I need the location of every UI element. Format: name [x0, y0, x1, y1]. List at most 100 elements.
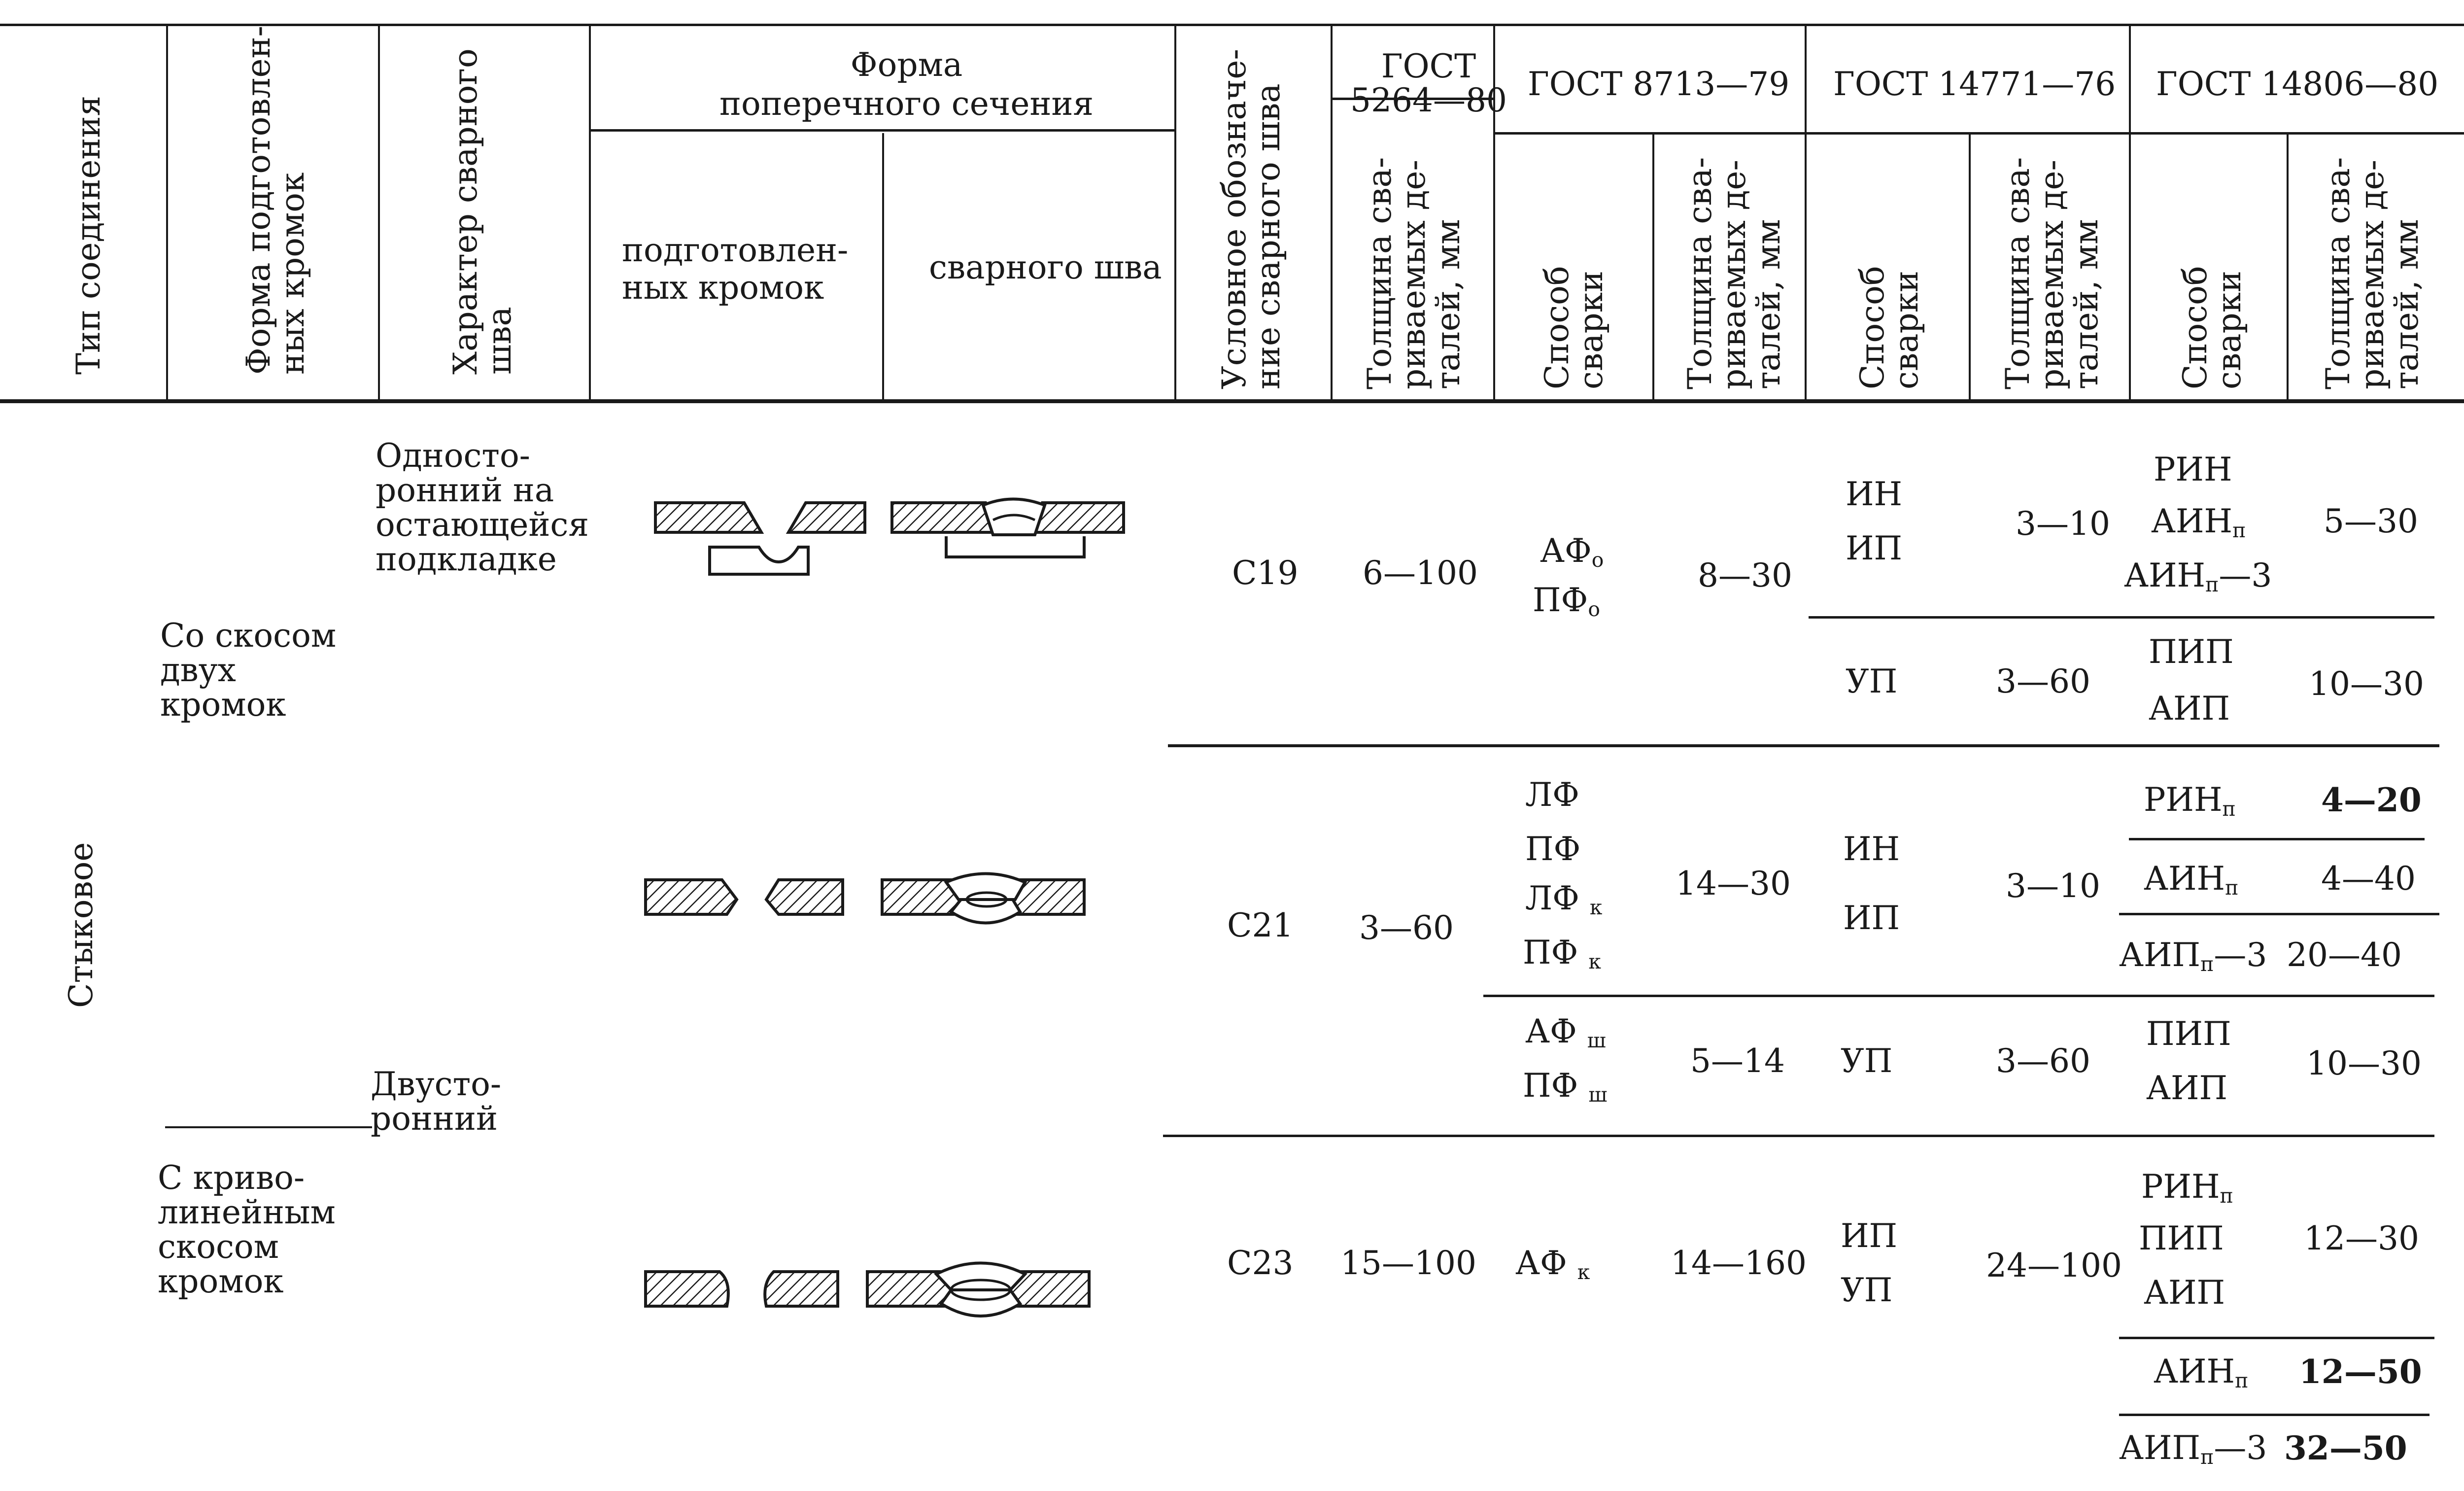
header-divider — [1652, 133, 1654, 399]
thickness-8713-c21: 5—14 — [1690, 1042, 1785, 1080]
thickness-14806-c19: 5—30 — [2324, 502, 2418, 540]
thickness-14771-c21: 3—10 — [2006, 867, 2100, 905]
section-sketch-c23 — [644, 1261, 1091, 1318]
thickness-14806-c19: 10—30 — [2309, 665, 2424, 703]
method-14771-c21: УП — [1841, 1042, 1893, 1080]
gost-14771-header: ГОСТ 14771—76 — [1833, 65, 2116, 103]
method-14771-c23: ИП — [1841, 1217, 1898, 1255]
thickness-8713-c21: 14—30 — [1676, 865, 1791, 902]
method-8713-c19: ПФо — [1533, 581, 1600, 622]
method-8713-c21: ПФ — [1525, 830, 1581, 868]
thickness-14806-c23: 12—50 — [2299, 1352, 2422, 1391]
header-bottom-rule — [0, 399, 2464, 403]
thickness-14806-c23: 32—50 — [2284, 1429, 2407, 1467]
header-divider — [882, 133, 884, 399]
row-rule — [1168, 744, 2439, 747]
gost-subheader-rule — [1332, 98, 1493, 100]
weld-char-label: Двусто- ронний — [371, 1065, 502, 1138]
table-top-rule — [0, 24, 2464, 26]
gost-5264-header: ГОСТ 5264—80 — [1350, 47, 1507, 120]
method-8713-c21: ПФ ш — [1523, 1067, 1608, 1107]
method-8713-c21: АФ ш — [1525, 1012, 1606, 1053]
edge-form-label: Со скосом двух кромок — [160, 617, 337, 724]
row-rule — [2119, 1337, 2434, 1339]
method-14806-c23: РИНп — [2141, 1168, 2233, 1208]
method-8713-c21: ПФ к — [1523, 934, 1601, 974]
col-section-weld-header: сварного шва — [929, 248, 1162, 286]
method-14806-c21: АИНп — [2144, 860, 2239, 900]
method-8713-c23: АФ к — [1515, 1244, 1590, 1284]
header-divider — [378, 25, 380, 399]
col-section-header: Форма поперечного сечения — [719, 46, 1094, 123]
method-14806-c23: ПИП — [2139, 1219, 2224, 1257]
thickness-14771-c23: 24—100 — [1986, 1247, 2122, 1284]
method-8713-c21: ЛФ — [1525, 776, 1579, 814]
method-8713-c21: ЛФ к — [1525, 879, 1603, 920]
header-divider — [1969, 133, 1971, 399]
col-weld-char-header: Характер сварного шва — [446, 48, 519, 375]
header-divider — [1493, 25, 1495, 399]
thickness-5264-c21: 3—60 — [1359, 909, 1454, 947]
thickness-14806-c21: 20—40 — [2287, 936, 2402, 974]
method-14806-c23: АИПп—3 — [2119, 1429, 2267, 1469]
thickness-8713-c19: 8—30 — [1698, 556, 1792, 594]
header-divider — [2287, 133, 2289, 399]
thickness-14806-c23: 12—30 — [2304, 1219, 2419, 1257]
gost-8713-header: ГОСТ 8713—79 — [1528, 65, 1790, 103]
method-14771-c19: ИП — [1846, 529, 1903, 567]
method-header: Способ сварки — [2176, 266, 2249, 389]
gost-14806-header: ГОСТ 14806—80 — [2156, 65, 2439, 103]
col-type-header: Тип соединения — [69, 95, 107, 375]
method-14806-c23: АИП — [2144, 1274, 2225, 1312]
header-divider — [166, 25, 168, 399]
designation-c21: С21 — [1227, 906, 1294, 944]
thickness-header: Толщина сва- риваемых де- талей, мм — [1999, 157, 2105, 389]
row-rule — [1809, 616, 2434, 619]
thickness-14806-c21: 4—40 — [2321, 860, 2416, 898]
thickness-5264-c19: 6—100 — [1363, 554, 1478, 592]
header-divider — [1805, 25, 1807, 399]
method-14806-c19: РИН — [2154, 451, 2232, 488]
method-header: Способ сварки — [1853, 266, 1926, 389]
thickness-14771-c21: 3—60 — [1996, 1042, 2090, 1080]
row-rule — [1483, 995, 2434, 997]
row-rule — [2119, 913, 2439, 915]
col-designation-header: Условное обозначе- ние сварного шва — [1215, 49, 1288, 389]
method-header: Способ сварки — [1538, 266, 1610, 389]
edge-form-divider — [165, 1126, 372, 1128]
method-14771-c19: УП — [1846, 662, 1898, 700]
section-subheader-rule — [590, 129, 1174, 132]
thickness-14806-c21: 4—20 — [2321, 781, 2422, 819]
col-section-edges-header: подготовлен- ных кромок — [622, 231, 849, 307]
method-14806-c19: АИП — [2149, 690, 2230, 728]
weld-char-label: Односто- ронний на остающейся подкладке — [376, 437, 589, 578]
thickness-header: Толщина сва- риваемых де- талей, мм — [1361, 157, 1467, 389]
method-14806-c23: АИНп — [2154, 1352, 2249, 1393]
method-14771-c21: ИН — [1843, 830, 1900, 868]
method-14806-c21: ПИП — [2146, 1015, 2231, 1053]
header-divider — [589, 25, 591, 399]
method-14806-c19: АИНп — [2151, 502, 2246, 543]
thickness-8713-c23: 14—160 — [1671, 1244, 1807, 1282]
method-14806-c19: ПИП — [2149, 633, 2234, 671]
joint-type-label: Стыковое — [62, 842, 100, 1008]
thickness-header: Толщина сва- риваемых де- талей, мм — [1681, 157, 1787, 389]
row-rule — [1163, 1135, 2434, 1137]
section-sketch-c21 — [644, 872, 1086, 925]
method-14806-c19: АИНп—3 — [2124, 556, 2272, 597]
designation-c19: С19 — [1232, 554, 1299, 592]
header-divider — [1331, 25, 1333, 399]
method-14771-c23: УП — [1841, 1271, 1893, 1309]
thickness-14771-c19: 3—10 — [2016, 505, 2110, 543]
method-14806-c21: РИНп — [2144, 781, 2236, 821]
row-rule — [2129, 838, 2425, 840]
method-14806-c21: АИП — [2146, 1069, 2228, 1107]
thickness-14771-c19: 3—60 — [1996, 662, 2090, 700]
header-divider — [1174, 25, 1176, 399]
method-8713-c19: АФо — [1540, 532, 1604, 572]
thickness-14806-c21: 10—30 — [2306, 1044, 2422, 1082]
edge-form-label: С криво- линейным скосом кромок — [158, 1159, 336, 1300]
section-sketch-c19 — [654, 497, 1125, 576]
header-divider — [2129, 25, 2131, 399]
thickness-header: Толщина сва- риваемых де- талей, мм — [2319, 157, 2426, 389]
